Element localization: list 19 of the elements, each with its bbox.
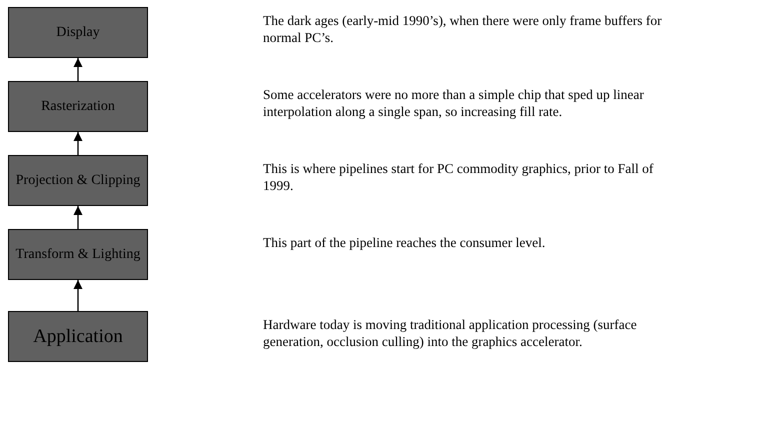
arrow — [73, 58, 83, 81]
process-box — [8, 7, 148, 58]
description-text: This part of the pipeline reaches the consumer level. — [263, 234, 546, 251]
arrow — [73, 280, 83, 311]
description-text: The dark ages (early-mid 1990’s), when there were only frame buffers for normal PC’s. — [263, 12, 663, 46]
arrow — [73, 206, 83, 229]
process-box — [8, 229, 148, 280]
box-label: Rasterization — [41, 98, 115, 116]
process-box — [8, 311, 148, 362]
description-text: This is where pipelines start for PC commodity graphics, prior to Fall of 1999. — [263, 160, 654, 194]
box-label: Display — [56, 24, 100, 42]
box-label: Application — [33, 324, 123, 348]
process-box — [8, 81, 148, 132]
arrow — [73, 132, 83, 155]
box-label: Transform & Lighting — [16, 246, 140, 264]
box-label: Projection & Clipping — [16, 172, 140, 190]
description-text: Some accelerators were no more than a simple chip that sped up linear interpolation along a single span, so increasing fill rate. — [263, 86, 645, 120]
process-box — [8, 155, 148, 206]
description-text: Hardware today is moving traditional application processing (surface generation, occlusion culling) into the graphics accelerator. — [263, 316, 638, 350]
